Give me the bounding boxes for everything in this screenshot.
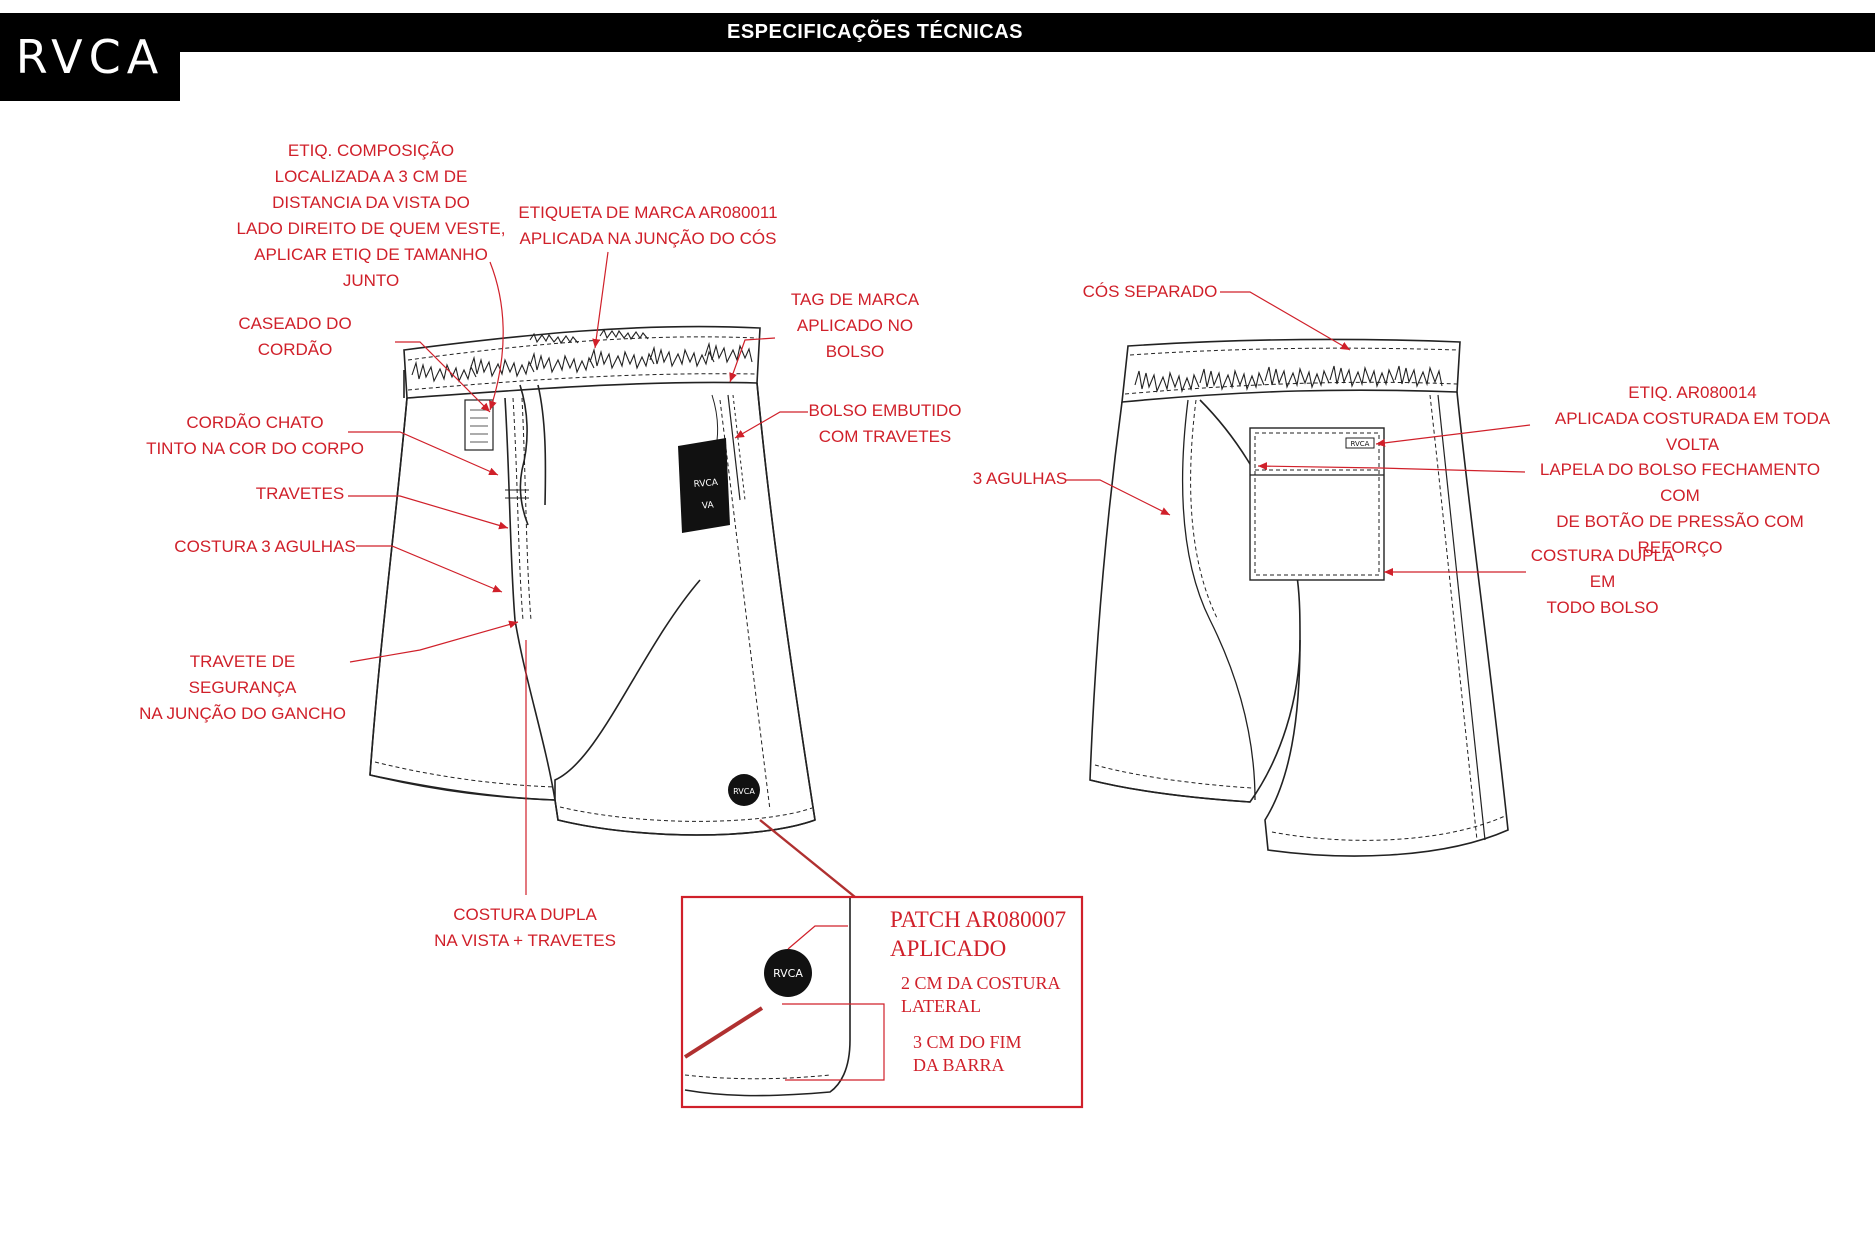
label-cordao-chato: CORDÃO CHATO TINTO NA COR DO CORPO [146, 413, 364, 458]
hang-tag-brand: RVCA [693, 478, 719, 490]
leader-lines [348, 251, 1531, 898]
leader-travetes [348, 495, 509, 530]
detail-title: PATCH AR080007 APLICADO [890, 907, 1067, 961]
hang-tag-mark: VA [702, 500, 715, 511]
label-etiqueta-marca: ETIQUETA DE MARCA AR080011 APLICADA NA J… [518, 203, 778, 248]
leader-costura-3-agulhas [356, 545, 503, 593]
composition-label [464, 399, 494, 451]
leader-cordao-chato [348, 431, 499, 476]
front-pocket [727, 394, 741, 501]
back-waistband-texture [1134, 365, 1443, 393]
leader-caseado [395, 341, 491, 413]
detail-patch-brand: RVCA [773, 967, 803, 980]
hang-tag: RVCA VA [678, 438, 730, 533]
header-bar: ESPECIFICAÇÕES TÉCNICAS [0, 13, 1875, 52]
leader-etiq-composicao [489, 261, 504, 411]
front-patch: RVCA [728, 774, 760, 806]
leader-3-agulhas [1066, 479, 1171, 516]
leader-lapela [1257, 462, 1526, 473]
front-body [369, 370, 816, 836]
leader-tag-marca [729, 337, 776, 383]
front-fly [504, 397, 556, 801]
leader-cos-separado [1220, 291, 1351, 351]
label-etiq-ar080014: ETIQ. AR080014 APLICADA COSTURADA EM TOD… [1554, 383, 1831, 454]
brand-logo-text: RVCA [15, 30, 165, 84]
back-pocket-label-brand: RVCA [1351, 440, 1370, 448]
label-lapela: LAPELA DO BOLSO FECHAMENTO COM DE BOTÃO … [1539, 460, 1821, 557]
back-pocket [1249, 427, 1385, 581]
label-cos-separado: CÓS SEPARADO [1082, 282, 1218, 301]
page-title: ESPECIFICAÇÕES TÉCNICAS [727, 21, 1023, 43]
detail-dist-lateral: 2 CM DA COSTURA LATERAL [901, 973, 1061, 1016]
back-pocket-label: RVCA [1345, 437, 1375, 449]
leader-travete-seguranca [349, 620, 519, 663]
label-travete-seguranca: TRAVETE DE SEGURANÇA NA JUNÇÃO DO GANCHO [139, 652, 346, 723]
brand-logo: RVCA [0, 13, 180, 101]
leader-etiq-ar080014 [1375, 424, 1531, 447]
label-costura-dupla-bolso: COSTURA DUPLA EM TODO BOLSO [1530, 546, 1675, 617]
label-travetes: TRAVETES [255, 484, 345, 503]
patch-detail-box: RVCA [680, 895, 1084, 1109]
label-costura-dupla-vista: COSTURA DUPLA NA VISTA + TRAVETES [434, 905, 616, 950]
label-caseado: CASEADO DO CORDÃO [238, 314, 352, 359]
label-3-agulhas: 3 AGULHAS [972, 469, 1068, 488]
leader-bolso-embutido [734, 411, 808, 439]
front-shorts [369, 325, 816, 836]
front-patch-brand: RVCA [733, 787, 755, 796]
back-shorts [1089, 338, 1509, 857]
leader-patch-detail [759, 819, 856, 898]
label-etiq-composicao: ETIQ. COMPOSIÇÃO LOCALIZADA A 3 CM DE DI… [236, 141, 506, 290]
front-drawcord [519, 384, 529, 526]
detail-dist-barra: 3 CM DO FIM DA BARRA [913, 1032, 1022, 1075]
label-tag-marca: TAG DE MARCA APLICADO NO BOLSO [790, 290, 920, 361]
leader-etiqueta-marca [592, 251, 609, 349]
front-waistband-texture [411, 328, 753, 383]
label-bolso-embutido: BOLSO EMBUTIDO COM TRAVETES [808, 401, 962, 446]
label-costura-3-agulhas: COSTURA 3 AGULHAS [174, 537, 356, 556]
